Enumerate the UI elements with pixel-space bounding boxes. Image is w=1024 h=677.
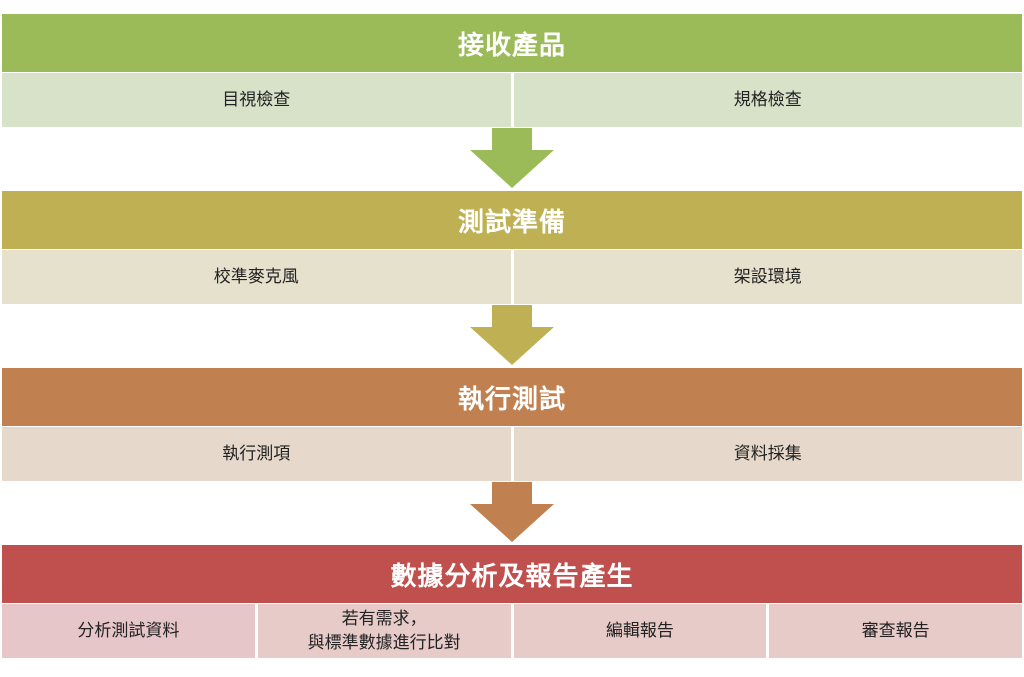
task-compare-line-1: 若有需求， bbox=[341, 609, 427, 629]
task-data-acquisition: 資料採集 bbox=[510, 427, 1023, 481]
stage-1-header: 接收產品 bbox=[2, 14, 1022, 72]
down-arrow-icon bbox=[470, 128, 554, 188]
task-visual-inspection: 目視檢查 bbox=[222, 90, 291, 110]
stage-3-title: 執行測試 bbox=[457, 384, 566, 415]
stage-4-title: 數據分析及報告產生 bbox=[390, 561, 634, 592]
task-calibrate-microphone: 校準麥克風 bbox=[213, 267, 299, 287]
stage-2-tasks: 校準麥克風 架設環境 bbox=[2, 250, 1022, 304]
stage-2-title: 測試準備 bbox=[457, 207, 566, 238]
stage-3-tasks: 執行測項 資料採集 bbox=[2, 427, 1022, 481]
task-spec-inspection: 規格檢查 bbox=[510, 73, 1023, 127]
stage-4-tasks: 分析測試資料 若有需求， 與標準數據進行比對 編輯報告 審查報告 bbox=[2, 604, 1022, 658]
task-execute-tests: 執行測項 bbox=[222, 444, 291, 464]
stage-3-header: 執行測試 bbox=[2, 368, 1022, 426]
task-review-report: 審查報告 bbox=[766, 604, 1022, 658]
task-edit-report: 編輯報告 bbox=[510, 604, 767, 658]
task-analyze-data: 分析測試資料 bbox=[2, 604, 255, 658]
down-arrow-icon bbox=[470, 305, 554, 365]
stage-4-header: 數據分析及報告產生 bbox=[2, 545, 1022, 603]
task-compare-line-2: 與標準數據進行比對 bbox=[307, 633, 461, 653]
task-setup-environment: 架設環境 bbox=[510, 250, 1023, 304]
stage-2-header: 測試準備 bbox=[2, 191, 1022, 249]
stage-1-title: 接收產品 bbox=[457, 30, 566, 61]
task-compare-standard: 若有需求， 與標準數據進行比對 bbox=[254, 604, 511, 658]
stage-1-tasks: 目視檢查 規格檢查 bbox=[2, 73, 1022, 127]
down-arrow-icon bbox=[470, 482, 554, 542]
